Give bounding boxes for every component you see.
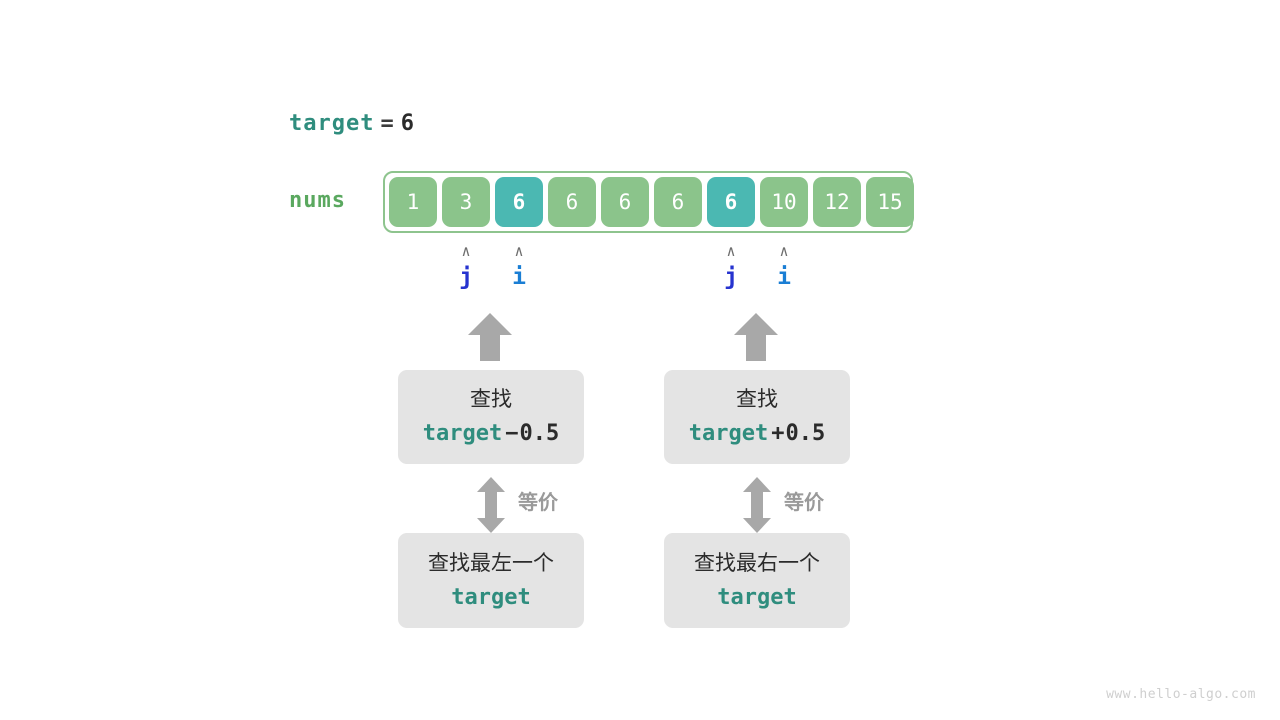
array-cell: 1 bbox=[389, 177, 437, 227]
array-cell: 10 bbox=[760, 177, 808, 227]
pointer-i-left: ∧i bbox=[499, 242, 539, 291]
top-box-right-expression: target+0.5 bbox=[689, 418, 825, 450]
equivalence-arrow-left bbox=[476, 477, 506, 533]
pointer-name-label: i bbox=[777, 264, 791, 290]
bottom-box-right-line1: 查找最右一个 bbox=[694, 550, 820, 575]
top-box-right-expr-val: 0.5 bbox=[785, 421, 826, 446]
top-box-left-expr-op: − bbox=[505, 421, 519, 446]
target-declaration: target=6 bbox=[289, 111, 415, 136]
array-cell: 6 bbox=[495, 177, 543, 227]
equivalence-label-left: 等价 bbox=[518, 490, 558, 514]
top-box-right-expr-op: + bbox=[771, 421, 785, 446]
array-cell: 3 bbox=[442, 177, 490, 227]
site-watermark: www.hello-algo.com bbox=[1106, 687, 1256, 702]
pointer-j-left: ∧j bbox=[446, 242, 486, 291]
bottom-box-right-expression: target bbox=[717, 582, 796, 614]
pointer-caret-icon: ∧ bbox=[779, 242, 789, 260]
target-equals-sign: = bbox=[380, 111, 395, 136]
bottom-box-right: 查找最右一个 target bbox=[664, 533, 850, 628]
top-box-right: 查找 target+0.5 bbox=[664, 370, 850, 464]
pointer-caret-icon: ∧ bbox=[726, 242, 736, 260]
pointer-name-label: j bbox=[724, 264, 738, 290]
array-cell: 6 bbox=[654, 177, 702, 227]
pointer-j-right: ∧j bbox=[711, 242, 751, 291]
top-box-left-expression: target−0.5 bbox=[423, 418, 559, 450]
up-arrow-left bbox=[467, 311, 513, 361]
top-box-left-line1: 查找 bbox=[470, 387, 512, 411]
pointer-name-label: i bbox=[512, 264, 526, 290]
pointer-caret-icon: ∧ bbox=[514, 242, 524, 260]
array-cell: 6 bbox=[707, 177, 755, 227]
equivalence-label-right: 等价 bbox=[784, 490, 824, 514]
top-box-left: 查找 target−0.5 bbox=[398, 370, 584, 464]
top-box-left-expr-val: 0.5 bbox=[519, 421, 560, 446]
bottom-box-left: 查找最左一个 target bbox=[398, 533, 584, 628]
array-cell: 6 bbox=[601, 177, 649, 227]
equivalence-arrow-right bbox=[742, 477, 772, 533]
top-box-right-line1: 查找 bbox=[736, 387, 778, 411]
top-box-right-expr-var: target bbox=[688, 421, 769, 446]
bottom-box-left-expr-var: target bbox=[451, 584, 531, 610]
bottom-box-left-expression: target bbox=[451, 582, 530, 614]
bottom-box-left-line1: 查找最左一个 bbox=[428, 550, 554, 575]
up-arrow-right bbox=[733, 311, 779, 361]
pointer-name-label: j bbox=[459, 264, 473, 290]
top-box-left-expr-var: target bbox=[422, 421, 503, 446]
nums-array-label: nums bbox=[289, 188, 346, 213]
array-cell: 12 bbox=[813, 177, 861, 227]
bottom-box-right-expr-var: target bbox=[717, 584, 797, 610]
pointer-caret-icon: ∧ bbox=[461, 242, 471, 260]
target-variable-name: target bbox=[289, 111, 375, 136]
array-cell: 6 bbox=[548, 177, 596, 227]
target-value: 6 bbox=[400, 111, 415, 136]
array-cell: 15 bbox=[866, 177, 914, 227]
pointer-i-right: ∧i bbox=[764, 242, 804, 291]
